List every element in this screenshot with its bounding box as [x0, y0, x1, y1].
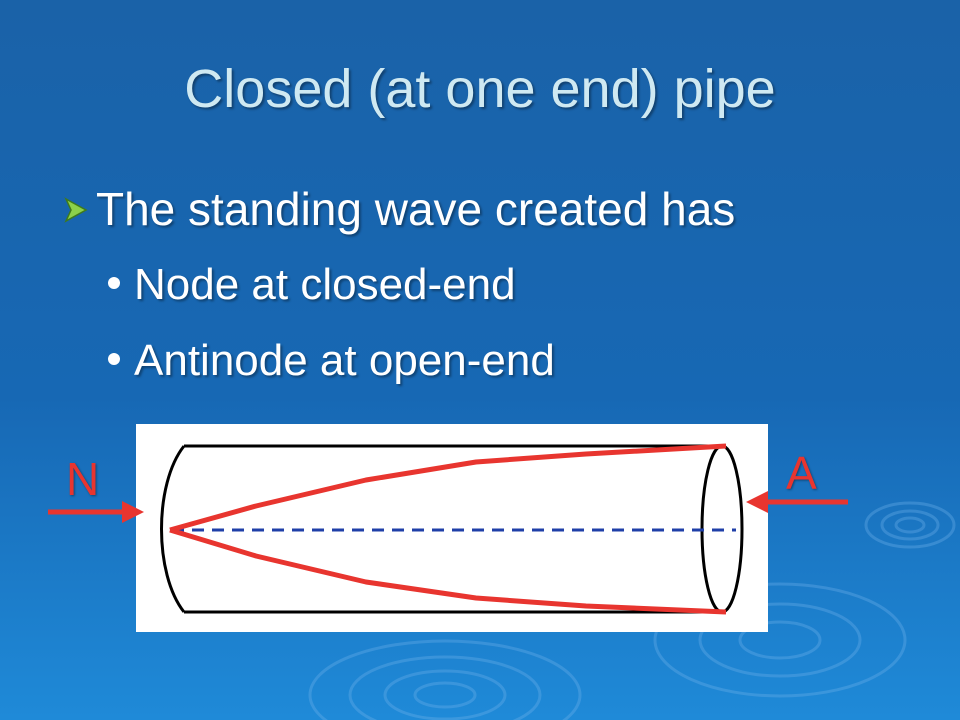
main-bullet-text: The standing wave created has — [96, 183, 736, 235]
pipe-diagram — [160, 443, 744, 615]
antinode-label: A — [786, 447, 817, 499]
dot-bullet-icon — [108, 353, 120, 366]
dot-bullet-icon — [108, 277, 120, 290]
main-bullet: The standing wave created has — [60, 182, 735, 240]
node-label: N — [66, 453, 100, 505]
slide-title: Closed (at one end) pipe — [184, 59, 776, 119]
pipe-outline — [160, 444, 726, 614]
arrow-bullet-icon — [60, 182, 96, 236]
sub-bullet-node-text: Node at closed-end — [134, 260, 516, 309]
sub-bullet-node: Node at closed-end — [108, 260, 516, 310]
wave-envelope-bottom — [169, 527, 727, 615]
sub-bullet-antinode-text: Antinode at open-end — [134, 336, 555, 385]
wave-envelope-top — [169, 443, 727, 533]
sub-bullet-antinode: Antinode at open-end — [108, 336, 555, 386]
pipe-diagram-panel — [136, 424, 768, 632]
